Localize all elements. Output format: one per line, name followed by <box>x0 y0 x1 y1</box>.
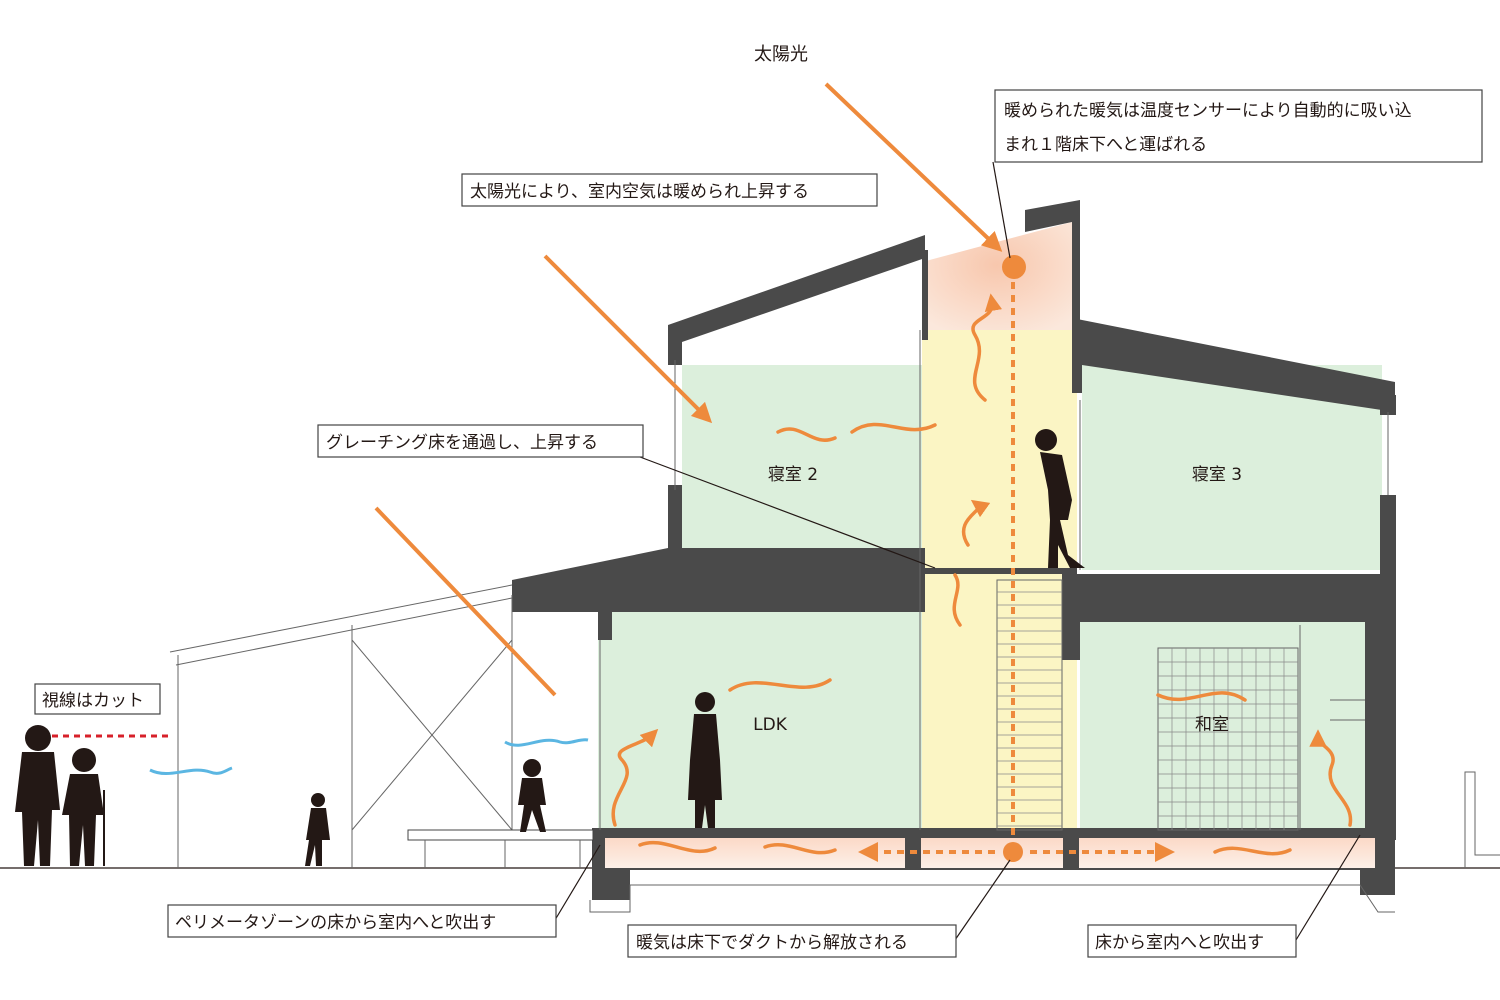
warm-air-flows <box>611 255 1353 862</box>
sun-arrow-top <box>824 82 1003 252</box>
callout-perimeter: ペリメータゾーンの床から室内へと吹出す <box>167 904 557 938</box>
right-fence <box>1464 771 1500 868</box>
callout-floor-outlet-text: 床から室内へと吹出す <box>1095 933 1264 953</box>
second-floor-slab-left <box>512 548 925 640</box>
leader-lines <box>554 161 1361 941</box>
callout-sensor-line2: まれ１階床下へと運ばれる <box>1004 135 1207 155</box>
floor-wave <box>763 843 837 855</box>
tower-wall-left <box>922 250 928 340</box>
leader-sensor <box>992 161 1011 259</box>
callout-perimeter-text: ペリメータゾーンの床から室内へと吹出す <box>175 913 496 933</box>
leader-duct <box>954 859 1011 941</box>
callout-indoor-air-text: 太陽光により、室内空気は暖められ上昇する <box>470 182 809 202</box>
callout-sightline-text: 視線はカット <box>42 691 144 711</box>
rise-flow-low <box>952 573 962 627</box>
room-wave <box>728 678 832 692</box>
thin-frames <box>169 330 1500 868</box>
pergola-beam-lower <box>175 597 513 666</box>
child-silhouette <box>305 793 330 866</box>
room-wave <box>776 427 837 442</box>
sun-arrow-lower <box>374 506 557 697</box>
man-atrium-silhouette <box>1035 429 1085 568</box>
right-roof <box>1072 318 1395 412</box>
elderly-person-silhouette <box>62 748 105 866</box>
duct-outlet-dot <box>1003 842 1023 862</box>
room-label-bedroom3: 寝室 3 <box>1192 464 1242 485</box>
leader-floor-outlet <box>1295 834 1361 941</box>
room-label-ldk: LDK <box>753 715 788 735</box>
atrium-fill <box>922 330 1077 835</box>
left-upper-wall-top <box>668 340 682 358</box>
second-floor-slab-right <box>1062 574 1396 840</box>
shoji-grid <box>1158 648 1298 830</box>
elderly-person-silhouette <box>15 725 60 866</box>
intake-sensor-dot <box>1002 255 1026 279</box>
callout-floor-outlet: 床から室内へと吹出す <box>1087 924 1297 958</box>
pergola-beam <box>169 584 513 653</box>
washitsu-fill <box>1080 622 1365 834</box>
bedroom2-fill <box>682 365 922 575</box>
woman-ldk-silhouette <box>688 692 722 828</box>
right-upper-wall-top <box>1380 395 1396 415</box>
perimeter-flow-right <box>1309 729 1353 827</box>
room-label-bedroom2: 寝室 2 <box>768 464 818 485</box>
callout-grating: グレーチング床を通過し、上昇する <box>317 424 644 458</box>
sun-arrows <box>374 82 1003 697</box>
tower-roof-right <box>1025 200 1080 322</box>
callout-indoor-air: 太陽光により、室内空気は暖められ上昇する <box>461 173 878 207</box>
leader-perimeter <box>554 844 601 921</box>
rise-flow-mid <box>961 499 991 547</box>
breeze-right <box>504 738 589 747</box>
callout-duct-text: 暖気は床下でダクトから解放される <box>636 933 908 953</box>
callout-sightline: 視線はカット <box>34 683 161 715</box>
grating-floor <box>922 568 1077 574</box>
callout-sensor-line1: 暖められた暖気は温度センサーにより自動的に吸い込 <box>1004 101 1412 121</box>
perimeter-flow-left <box>611 728 659 827</box>
room-label-washitsu: 和室 <box>1195 715 1229 735</box>
warm-attic-fill <box>922 222 1072 330</box>
ldk-fill <box>598 612 923 834</box>
room-wave <box>1156 691 1247 702</box>
foundation-outline <box>589 884 1395 913</box>
room-wave <box>850 422 937 434</box>
rise-flow-top <box>971 293 1003 402</box>
callout-duct: 暖気は床下でダクトから解放される <box>627 924 957 958</box>
ladder-rungs <box>997 591 1062 827</box>
callout-sensor: 暖められた暖気は温度センサーにより自動的に吸い込 まれ１階床下へと運ばれる <box>994 89 1483 163</box>
wood-deck <box>407 829 594 841</box>
breeze-left <box>149 766 233 775</box>
sunlight-label: 太陽光 <box>754 44 808 65</box>
leader-grating <box>639 456 936 569</box>
ladder-frame <box>996 579 1063 831</box>
sun-arrow-middle <box>543 254 713 424</box>
child-on-deck-silhouette <box>518 759 546 832</box>
pergola-brace-2 <box>351 639 513 831</box>
left-roof <box>668 235 925 365</box>
floor-wave <box>638 840 717 854</box>
callout-grating-text: グレーチング床を通過し、上昇する <box>326 433 598 453</box>
floor-wave <box>1213 846 1292 856</box>
atrium-right-wall-top <box>1072 365 1082 393</box>
people <box>15 429 1085 866</box>
